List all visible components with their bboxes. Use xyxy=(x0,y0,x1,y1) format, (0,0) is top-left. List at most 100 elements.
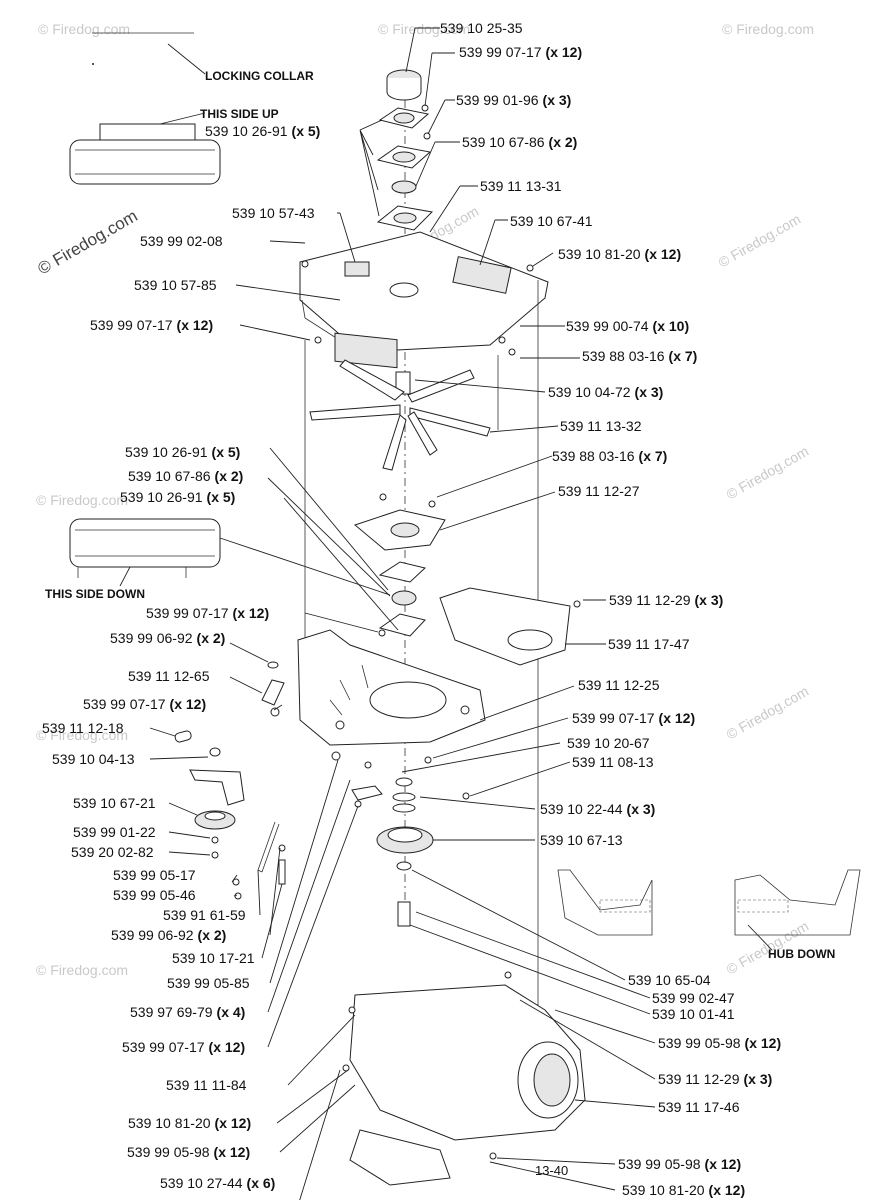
bracket xyxy=(351,785,383,801)
leader-line xyxy=(119,566,131,587)
watermark-text: © Firedog.com xyxy=(724,443,812,503)
fan-blade xyxy=(407,369,475,403)
watermark-text: © Firedog.com xyxy=(36,727,128,743)
hatch xyxy=(599,899,651,913)
watermark-text: © Firedog.com xyxy=(36,962,128,978)
flange-hole xyxy=(390,522,420,538)
hub-detail-left xyxy=(557,869,653,936)
part-label: 539 10 57-43 xyxy=(232,205,315,221)
hub-detail-right xyxy=(734,869,861,936)
idler-bracket xyxy=(189,769,245,806)
watermark-text: © Firedog.com xyxy=(36,492,128,508)
outlet-opening xyxy=(533,1053,571,1107)
screw xyxy=(428,500,436,508)
nut xyxy=(234,892,242,900)
part-label: 539 99 06-92(x 2) xyxy=(111,927,226,943)
watermark-text: © Firedog.com xyxy=(38,21,130,37)
watermark-text: © Firedog.com xyxy=(724,683,812,743)
part-label: 539 10 26-91(x 5) xyxy=(205,123,320,139)
hatch xyxy=(737,899,789,913)
hub-down-label: HUB DOWN xyxy=(768,947,835,961)
washer xyxy=(267,661,279,669)
watermark-text: © Firedog.com xyxy=(378,21,470,37)
spacer xyxy=(174,730,192,743)
part-labels: 539 10 25-35 539 99 07-17(x 12) 539 99 0… xyxy=(42,20,781,1198)
bearing xyxy=(391,590,417,606)
part-label: 539 11 12-18 xyxy=(42,720,124,736)
screw xyxy=(504,971,512,979)
part-label: 539 99 07-17(x 12) xyxy=(459,44,582,60)
part-label: 539 10 57-85 xyxy=(134,277,217,293)
leader-line xyxy=(167,43,206,75)
part-label: 539 10 67-21 xyxy=(73,795,156,811)
washer xyxy=(424,756,432,764)
part-label: 539 10 67-86(x 2) xyxy=(462,134,577,150)
drawing-parts: HUB DOWN xyxy=(174,69,861,1186)
bolt xyxy=(423,132,431,140)
part-label: 539 11 08-13 xyxy=(572,754,654,770)
plate-bolt xyxy=(526,264,534,272)
bearing xyxy=(391,180,417,194)
part-label: 539 97 69-79(x 4) xyxy=(130,1004,245,1020)
part-label: 539 99 01-96(x 3) xyxy=(456,92,571,108)
part-label: 539 10 26-91(x 5) xyxy=(120,489,235,505)
part-label: 539 11 12-25 xyxy=(578,677,660,693)
part-label: 539 88 03-16(x 7) xyxy=(552,448,667,464)
part-label: 539 10 81-20(x 12) xyxy=(558,246,681,262)
part-label: 539 99 02-08 xyxy=(140,233,223,249)
screw xyxy=(508,348,516,356)
part-label: 539 10 20-67 xyxy=(567,735,650,751)
part-label: 539 10 04-13 xyxy=(52,751,135,767)
part-label: 539 99 02-47 xyxy=(652,990,735,1006)
plate-bolt xyxy=(301,260,309,268)
bolt xyxy=(397,901,411,927)
part-label: 539 10 81-20(x 12) xyxy=(622,1182,745,1198)
blower-side-housing xyxy=(439,587,571,666)
part-label: 539 10 22-44(x 3) xyxy=(540,801,655,817)
bearing-plate xyxy=(378,561,427,583)
part-label: 539 99 07-17(x 12) xyxy=(146,605,269,621)
part-label: 539 11 13-32 xyxy=(560,418,642,434)
cap-body xyxy=(386,78,422,101)
screw xyxy=(342,1064,350,1072)
bearing-plate xyxy=(378,613,426,637)
part-label: 539 99 07-17(x 12) xyxy=(122,1039,245,1055)
part-label: 539 10 27-44(x 6) xyxy=(160,1175,275,1191)
gasket-roll xyxy=(69,139,221,185)
washer xyxy=(232,878,240,886)
watermark-text: © Firedog.com xyxy=(722,21,814,37)
part-label: 539 99 07-17(x 12) xyxy=(90,317,213,333)
dot xyxy=(92,63,94,65)
warning-decal xyxy=(452,256,512,294)
spacer-ring xyxy=(392,803,416,813)
part-label: 539 88 03-16(x 7) xyxy=(582,348,697,364)
this-side-down-label: THIS SIDE DOWN xyxy=(45,587,145,601)
key xyxy=(395,777,413,787)
part-label: 539 10 26-91(x 5) xyxy=(125,444,240,460)
part-label: 539 91 61-59 xyxy=(163,907,246,923)
part-label: 539 11 12-29(x 3) xyxy=(609,592,723,608)
part-label: 539 99 05-98(x 12) xyxy=(127,1144,250,1160)
gasket-roll xyxy=(69,518,221,568)
part-label: 539 10 67-13 xyxy=(540,832,623,848)
screw xyxy=(379,493,387,501)
spacer-ring xyxy=(392,792,416,802)
screw xyxy=(489,1152,497,1160)
drive-pulley-hub xyxy=(387,827,423,843)
bearing-hole xyxy=(392,151,416,163)
part-label: 539 99 05-85 xyxy=(167,975,250,991)
part-label: 539 99 06-92(x 2) xyxy=(110,630,225,646)
warning-decal xyxy=(344,261,370,277)
pan-slots xyxy=(329,664,369,716)
leader-lines xyxy=(149,27,656,1200)
idler-arm xyxy=(261,679,285,706)
bearing-hole xyxy=(393,212,417,224)
warning-decal xyxy=(334,332,398,369)
part-label: 539 99 05-17 xyxy=(113,867,196,883)
part-label: 539 99 01-22 xyxy=(73,824,156,840)
part-label: 539 10 81-20(x 12) xyxy=(128,1115,251,1131)
gasket-top xyxy=(99,123,196,141)
bottom-plate xyxy=(349,1129,451,1186)
bolt xyxy=(211,836,219,844)
